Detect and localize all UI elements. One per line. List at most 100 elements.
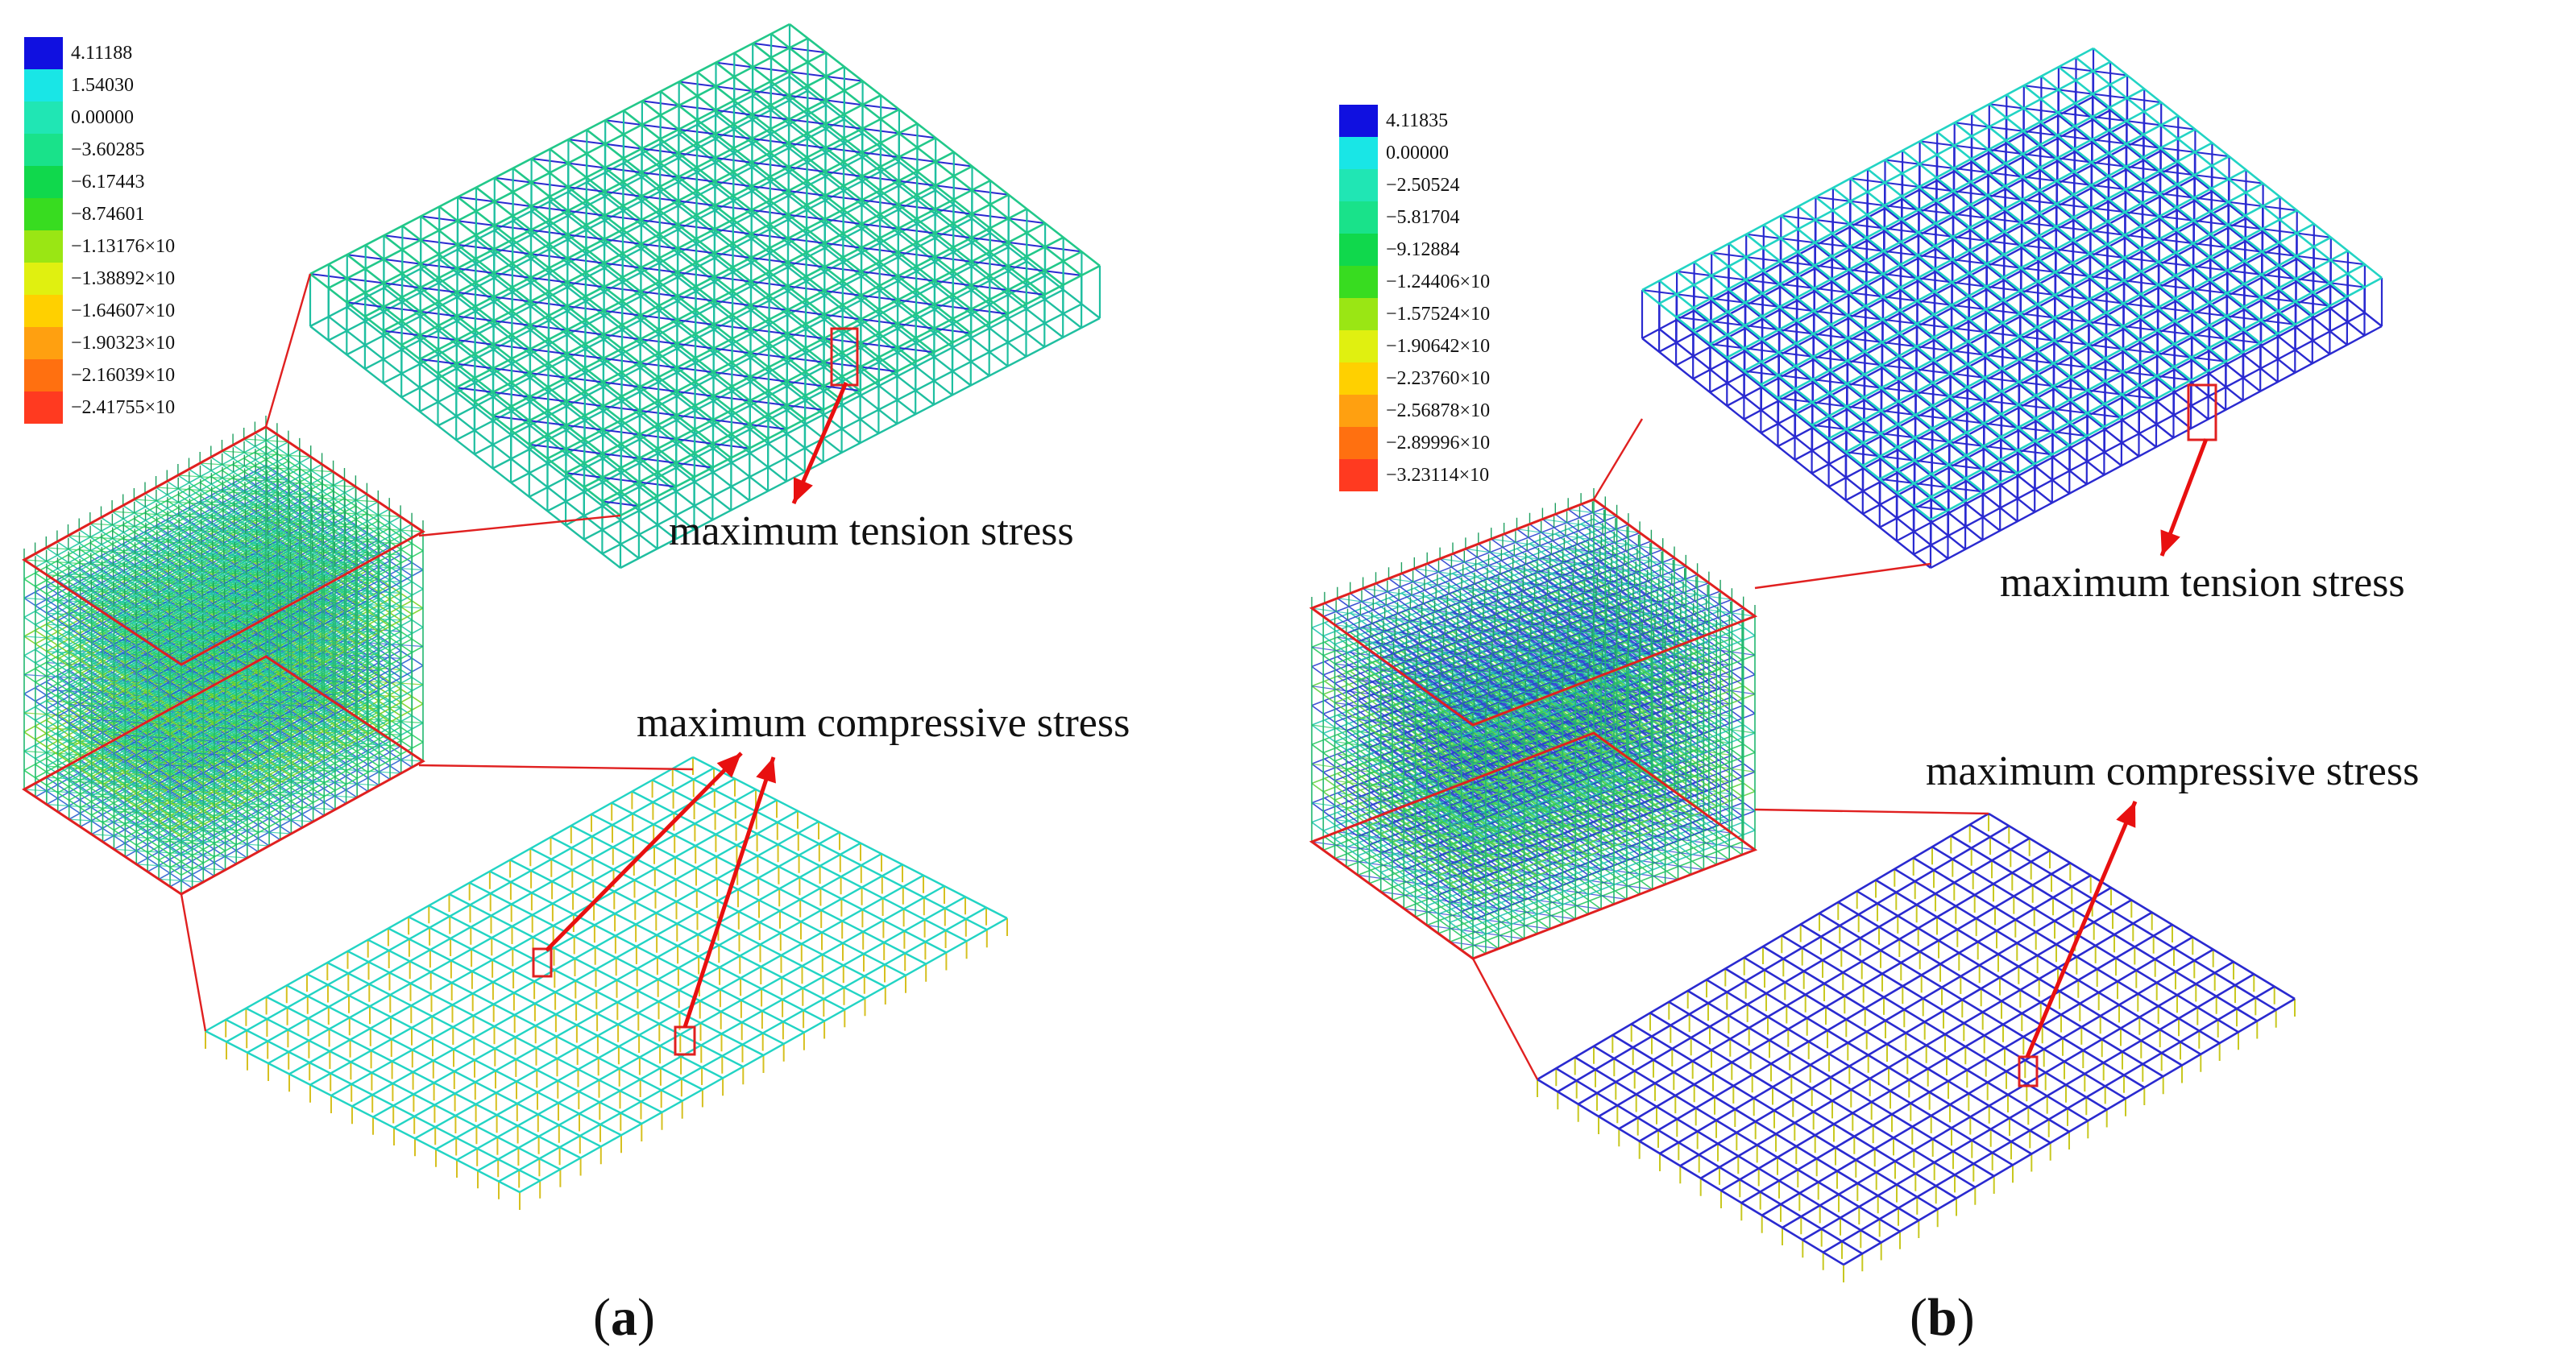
legend-swatch [24,198,63,230]
caption-open: ( [1910,1288,1927,1347]
legend-swatch [24,101,63,134]
legend-entry: −1.13176×10 [24,230,395,263]
legend-label: −3.23114×10 [1386,465,1490,486]
legend-entry: −1.90323×10 [24,327,395,359]
legend-label: −2.50524 [1386,175,1460,196]
legend-swatch [1339,234,1378,266]
lower-layer-outline [22,655,425,896]
compressive-arrow-2-head [756,757,776,784]
legend-entry: −2.23760×10 [1339,362,1710,395]
legend-entry: −1.24406×10 [1339,266,1710,298]
frame-top-grid [1641,47,2383,521]
upper-layer-outline [22,425,425,666]
legend-entry: 1.54030 [24,69,395,101]
tension-annotation: maximum tension stress [2000,560,2405,606]
legend-label: −2.56878×10 [1386,400,1491,421]
connector-line [264,273,312,428]
legend-entry: 0.00000 [24,101,395,134]
legend-label: −1.24406×10 [1386,271,1491,292]
compressive-arrow-1 [545,752,743,952]
legend-entry: 4.11188 [24,37,395,69]
legend-entry: −2.56878×10 [1339,395,1710,427]
legend-swatch [1339,330,1378,362]
compressive-annotation: maximum compressive stress [1926,748,2420,794]
legend-label: 4.11188 [71,43,133,64]
legend-label: 4.11835 [1386,110,1449,131]
legend-label: −9.12884 [1386,239,1460,260]
stack-diagonals [1311,508,1756,716]
caption-letter: a [610,1288,637,1347]
legend-swatch [24,230,63,263]
legend-label: 0.00000 [1386,143,1449,164]
legend-label: −2.23760×10 [1386,368,1491,389]
compressive-annotation: maximum compressive stress [637,700,1130,746]
support-posts [1537,814,2296,1282]
legend-entry: −1.64607×10 [24,295,395,327]
stack-posts [1311,488,1756,725]
legend-swatch [24,295,63,327]
panel-caption: (a) [593,1286,655,1350]
legend-entry: −3.60285 [24,134,395,166]
legend-swatch [24,327,63,359]
legend-swatch [24,69,63,101]
legend-label: −1.38892×10 [71,268,176,289]
legend-label: −1.57524×10 [1386,304,1491,325]
legend-entry: −2.41755×10 [24,391,395,424]
legend-swatch [24,134,63,166]
foundation-grid [1537,812,2296,1266]
legend-entry: −2.16039×10 [24,359,395,391]
legend-swatch [24,166,63,198]
legend-label: −3.60285 [71,139,145,160]
legend-label: −6.17443 [71,172,145,193]
legend-label: −5.81704 [1386,207,1460,228]
stack-posts [23,416,424,665]
stack-verticals [23,427,424,894]
tension-annotation: maximum tension stress [669,508,1074,554]
legend-label: −1.90323×10 [71,333,176,354]
compressive-arrow [2025,801,2138,1058]
legend-label: −8.74601 [71,204,145,225]
legend-entry: −6.17443 [24,166,395,198]
legend-label: −2.89996×10 [1386,433,1491,454]
legend-label: 0.00000 [71,107,134,128]
connector-line [1592,418,1644,500]
legend-entry: −1.38892×10 [24,263,395,295]
legend-swatch [1339,105,1378,137]
panel-caption: (b) [1910,1286,1975,1350]
foundation-grid [205,756,1008,1194]
legend-entry: 0.00000 [1339,137,1710,169]
panel-b-drawing [1309,47,2383,1282]
compressive-arrow-1-head [716,753,741,778]
tension-arrow-head [794,477,813,503]
legend-entry: −5.81704 [1339,201,1710,234]
connector-line [418,514,621,537]
caption-close: ) [1956,1288,1975,1347]
legend-entry: −2.89996×10 [1339,427,1710,459]
caption-letter: b [1927,1288,1957,1347]
upper-layer-outline [1309,498,1758,727]
compressive-arrow-head [2116,801,2136,828]
connector-line [1754,562,1931,590]
tension-arrow-head [2160,529,2180,556]
legend-label: −2.41755×10 [71,397,176,418]
legend-label: −2.16039×10 [71,365,176,386]
legend-swatch [1339,298,1378,330]
connector-line [1754,808,1989,815]
legend-entry: −1.57524×10 [1339,298,1710,330]
legend-swatch [24,263,63,295]
legend-entry: 4.11835 [1339,105,1710,137]
legend-label: 1.54030 [71,75,134,96]
legend-label: −1.64607×10 [71,300,176,321]
frame-top-grid [309,23,1101,517]
legend-swatch [1339,459,1378,491]
legend-label: −1.90642×10 [1386,336,1491,357]
legend-swatch [1339,427,1378,459]
legend-swatch [1339,169,1378,201]
frame-verticals [309,24,1101,568]
caption-close: ) [637,1288,655,1347]
max-tension-marker [2187,383,2217,441]
legend-entry: −2.50524 [1339,169,1710,201]
legend-entry: −3.23114×10 [1339,459,1710,491]
legend-entry: −9.12884 [1339,234,1710,266]
